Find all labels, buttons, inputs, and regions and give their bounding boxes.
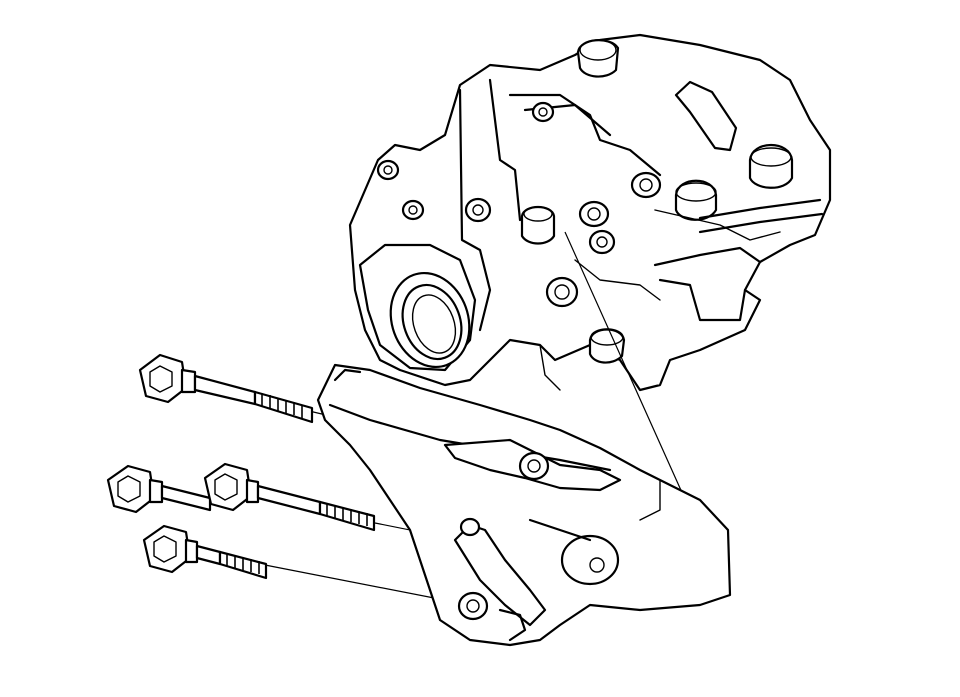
- engine-block: [348, 33, 832, 392]
- lower-bracket-bolt: [142, 524, 268, 580]
- bolt-head-hex: [142, 524, 192, 574]
- casting-ridge-2: [488, 78, 522, 222]
- bolt-thread: [318, 500, 376, 532]
- crank-seal-inner: [401, 283, 463, 361]
- oil-pan-rail-2: [658, 278, 747, 322]
- bracket-foot: [498, 608, 527, 642]
- block-detail-1: [539, 344, 561, 391]
- clip-top-eye: [459, 517, 481, 537]
- harness-line-3: [654, 209, 781, 241]
- oil-fitting: [520, 205, 556, 245]
- crank-seal-core: [411, 294, 457, 354]
- upper-bracket-bolt: [138, 353, 314, 424]
- middle-bracket-bolt-right: [203, 462, 376, 532]
- block-bosses: [376, 101, 662, 308]
- bracket-top-lip: [333, 368, 362, 382]
- bolt-flange: [184, 538, 199, 564]
- sensor-mid: [674, 179, 718, 221]
- top-bracket-tab: [674, 80, 738, 152]
- engine-block-outline: [348, 33, 832, 392]
- harness-line-2: [698, 212, 824, 234]
- bracket-hole-lower: [457, 591, 489, 621]
- bolt-flange: [148, 478, 164, 504]
- seal-housing: [358, 243, 477, 372]
- bracket-hole-upper: [518, 451, 550, 481]
- bracket-rib: [528, 518, 592, 542]
- bolt-head-hex: [138, 353, 188, 404]
- bolt-flange: [245, 478, 260, 504]
- bolt-head-hex: [106, 464, 156, 514]
- block-detail-2: [574, 259, 661, 301]
- lower-plug: [588, 328, 626, 364]
- bolt-shank: [256, 484, 322, 516]
- bracket-hole-middle: [589, 557, 605, 573]
- casting-ridge-3: [508, 93, 662, 177]
- bracket-edge-detail: [639, 469, 661, 521]
- casting-ridge: [458, 88, 492, 332]
- bolt-shank: [193, 374, 257, 406]
- bolt-head-hex: [203, 462, 253, 512]
- top-plug: [576, 39, 620, 78]
- bolt-flange: [180, 368, 197, 394]
- oil-pan-rail: [653, 246, 762, 267]
- bolt-shank: [160, 484, 212, 512]
- bolt-thread: [253, 390, 314, 424]
- accessory-bracket: [316, 363, 732, 647]
- bolt-shank: [195, 544, 222, 566]
- bracket-boss-middle: [560, 534, 620, 586]
- harness-line-1: [698, 198, 822, 220]
- middle-bracket-bolt-left: [106, 464, 212, 514]
- top-plug-face: [579, 39, 617, 61]
